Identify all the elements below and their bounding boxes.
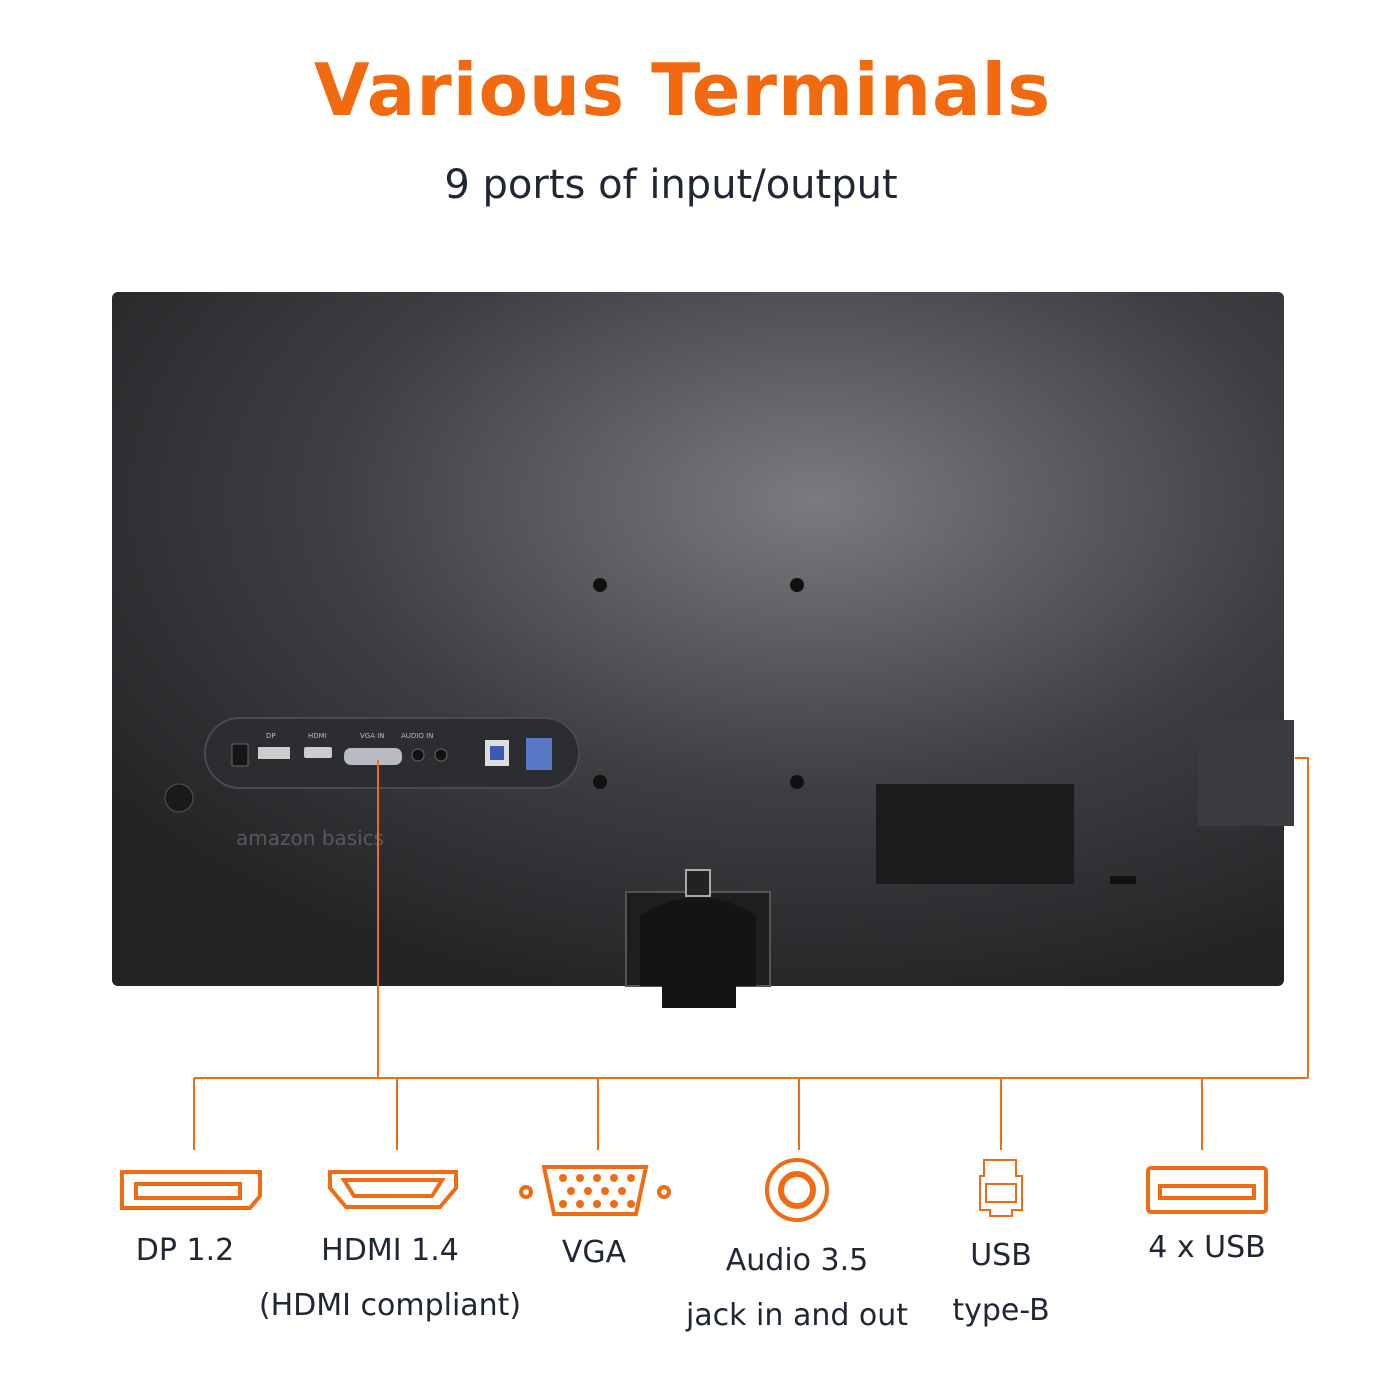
usb-b-port [490, 746, 504, 760]
port-label-audio: Audio 3.5 [725, 1243, 869, 1278]
hdmi-port [304, 747, 332, 758]
port-label-audio-note: jack in and out [685, 1298, 909, 1333]
audio-out-port [434, 748, 448, 762]
usb-a-ports [526, 738, 552, 770]
port-panel: DP HDMI VGA IN AUDIO IN amazon basics [204, 717, 580, 850]
port-label-usb-b: USB [970, 1238, 1032, 1273]
panel-label-dp: DP [266, 732, 276, 740]
port-label-vga: VGA [561, 1235, 627, 1270]
panel-label-vga: VGA IN [360, 732, 385, 740]
page-title: Various Terminals [313, 48, 1052, 132]
panel-label-hdmi: HDMI [308, 732, 327, 740]
brand-logo: amazon basics [236, 826, 384, 850]
kensington-lock [1110, 876, 1136, 884]
port-label-dp: DP 1.2 [135, 1233, 235, 1268]
stand-mount [625, 869, 771, 1008]
vga-icon [519, 1165, 671, 1216]
port-label-usb-a: 4 x USB [1148, 1230, 1266, 1265]
usb-a-icon [1146, 1166, 1268, 1214]
monitor-back [112, 292, 1294, 1008]
dp-port [258, 747, 290, 759]
hdmi-icon [328, 1170, 458, 1209]
port-label-usb-b-note: type-B [952, 1293, 1050, 1328]
port-label-hdmi: HDMI 1.4 [321, 1233, 459, 1268]
vga-port [344, 748, 402, 765]
audio-in-port [411, 748, 425, 762]
port-label-hdmi-note: (HDMI compliant) [258, 1288, 522, 1323]
audio-jack-icon [765, 1158, 829, 1222]
power-button [164, 783, 194, 813]
connector-lines [193, 757, 1309, 1150]
vesa-mount-holes [593, 578, 804, 789]
panel-label-audio: AUDIO IN [401, 732, 433, 740]
usb-type-b-icon [979, 1159, 1023, 1217]
displayport-icon [120, 1170, 262, 1210]
page-subtitle: 9 ports of input/output [444, 162, 898, 208]
